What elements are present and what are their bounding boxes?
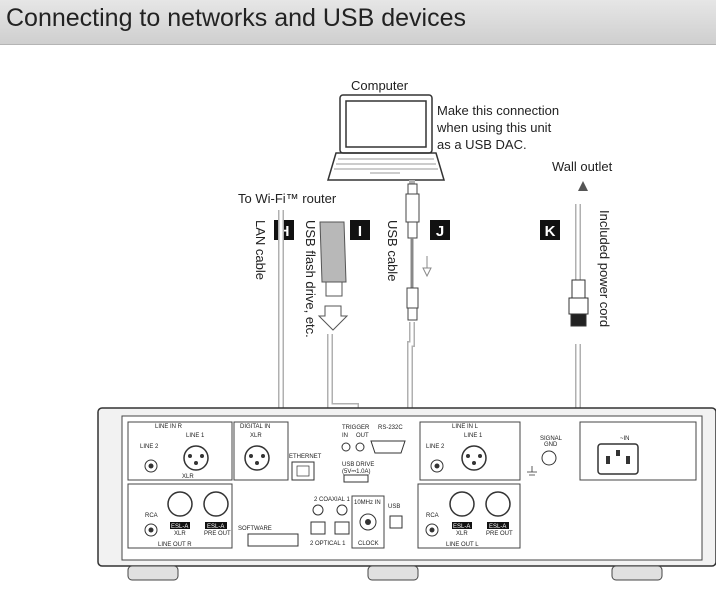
usb-b-port[interactable] [389, 515, 403, 529]
line1-right-label: LINE 1 [464, 433, 483, 439]
xlr-left-label: XLR [182, 474, 194, 480]
usb-drive-label: USB DRIVE [342, 462, 374, 468]
key-i-label: I [358, 223, 362, 240]
insert-arrow-icon [317, 305, 349, 331]
signal-gnd-label-2: GND [544, 442, 558, 448]
clock-label: CLOCK [358, 541, 379, 547]
dac-note-line-3: as a USB DAC. [437, 137, 527, 152]
optical-label: 2 OPTICAL 1 [310, 541, 346, 547]
rs232c-label: RS-232C [378, 425, 403, 431]
lan-cable-label: LAN cable [253, 220, 268, 280]
trigger-out-label: OUT [356, 433, 369, 439]
arrow-down-icon [422, 256, 432, 278]
computer-label: Computer [351, 78, 409, 93]
line-in-l-label: LINE IN L [452, 424, 479, 430]
software-slot[interactable] [247, 533, 299, 547]
trigger-label: TRIGGER [342, 425, 370, 431]
xlr-out-right-label: XLR [456, 531, 468, 537]
key-box-j: J [430, 220, 450, 240]
esl-a-xlr-left: ESL-A [171, 524, 188, 530]
ac-in-label: ~IN [620, 436, 630, 442]
software-label: SOFTWARE [238, 526, 272, 532]
key-k-label: K [545, 223, 556, 240]
coaxial-label: 2 COAXIAL 1 [314, 497, 350, 503]
xlr-out-left-label: XLR [174, 531, 186, 537]
power-plug [568, 279, 589, 327]
signal-gnd-label: SIGNAL [540, 436, 563, 442]
xlr-digital-label: XLR [250, 433, 262, 439]
key-j-label: J [436, 223, 444, 240]
usb-flash-drive [317, 221, 349, 331]
rca-right-label: RCA [426, 513, 439, 519]
ethernet-label: ETHERNET [289, 454, 322, 460]
computer-illustration [326, 94, 446, 181]
esl-a-pre-right: ESL-A [489, 524, 506, 530]
wall-outlet-label: Wall outlet [552, 159, 613, 174]
arrow-up-icon [578, 181, 588, 191]
digital-in-label: DIGITAL IN [240, 424, 270, 430]
line-out-l-label: LINE OUT L [446, 542, 479, 548]
dac-note-line-1: Make this connection [437, 103, 559, 118]
line-out-r-label: LINE OUT R [158, 542, 192, 548]
wifi-router-label: To Wi-Fi™ router [238, 191, 337, 206]
esl-a-xlr-right: ESL-A [453, 524, 470, 530]
power-cord-label: Included power cord [597, 210, 612, 327]
pre-out-right-label: PRE OUT [486, 531, 513, 537]
line1-left-label: LINE 1 [186, 433, 205, 439]
rear-panel: LINE IN R LINE 1 LINE 2 XLR DIGITAL IN X… [97, 407, 716, 581]
trigger-in-label: IN [342, 433, 348, 439]
rca-left-label: RCA [145, 513, 158, 519]
usb-cable-plugs [405, 183, 432, 321]
line-in-r-label: LINE IN R [155, 424, 183, 430]
line2-right-label: LINE 2 [426, 444, 445, 450]
ac-inlet[interactable] [597, 443, 639, 475]
usb-drive-rating: (5V⎓1.0A) [342, 469, 370, 475]
pre-out-left-label: PRE OUT [204, 531, 231, 537]
usb-drive-port[interactable] [343, 474, 369, 483]
connection-diagram: Computer Make this connection when using… [97, 78, 716, 581]
usb-port-label: USB [388, 504, 400, 510]
page-title: Connecting to networks and USB devices [6, 4, 466, 32]
ground-icon [527, 466, 537, 476]
key-box-i: I [350, 220, 370, 240]
10mhz-label: 10MHz IN [354, 500, 381, 506]
usb-cable-label: USB cable [385, 220, 400, 281]
usb-flash-label: USB flash drive, etc. [303, 220, 318, 338]
esl-a-pre-left: ESL-A [207, 524, 224, 530]
ethernet-port[interactable] [291, 461, 315, 481]
dac-note-line-2: when using this unit [436, 120, 552, 135]
line2-left-label: LINE 2 [140, 444, 159, 450]
section-header: Connecting to networks and USB devices [0, 0, 716, 45]
key-box-k: K [540, 220, 560, 240]
